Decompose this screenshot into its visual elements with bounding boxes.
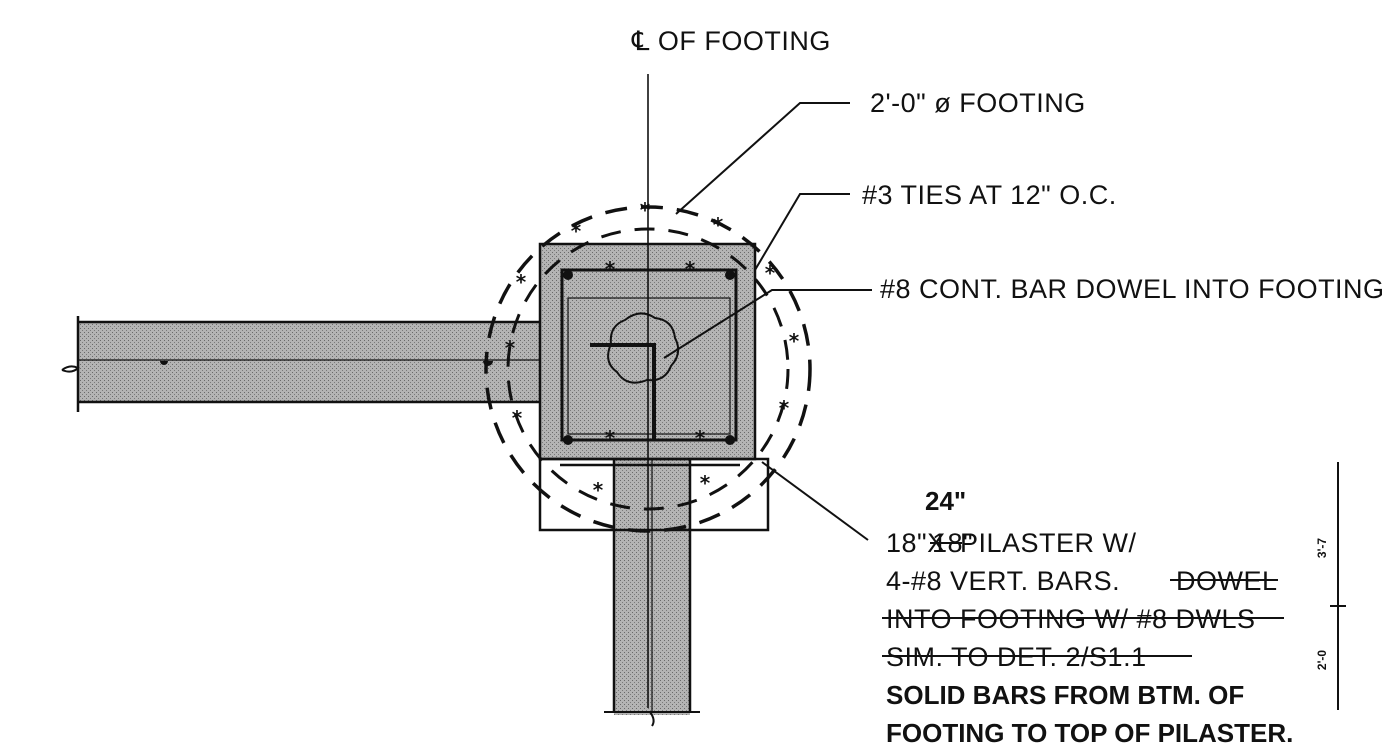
svg-text:*: * [713, 213, 724, 237]
svg-text:*: * [695, 426, 706, 450]
left-wall [61, 316, 543, 412]
svg-text:*: * [593, 478, 604, 502]
leader-lines [663, 102, 872, 541]
svg-text:*: * [700, 471, 711, 495]
svg-text:*: * [605, 257, 616, 281]
dowel-label: #8 CONT. BAR DOWEL INTO FOOTING [880, 274, 1385, 304]
centerline-label: ℄ OF FOOTING [631, 26, 831, 56]
svg-text:*: * [789, 329, 800, 353]
note-line5-bold: SOLID BARS FROM BTM. OF [886, 680, 1244, 710]
svg-text:*: * [640, 198, 651, 222]
svg-text:*: * [765, 261, 776, 285]
svg-text:*: * [505, 336, 516, 360]
dimension-lower: 2'-0 [1315, 650, 1329, 671]
pilaster-note: 24" 18"X 18" PILASTER W/ 4-#8 VERT. BARS… [882, 486, 1293, 748]
note-line6-bold: FOOTING TO TOP OF PILASTER. [886, 718, 1293, 748]
revision-dimension: 24" [925, 486, 966, 516]
dowel-core [607, 312, 680, 384]
dimension-upper: 3'-7 [1315, 538, 1329, 559]
svg-text:*: * [571, 219, 582, 243]
svg-text:*: * [605, 426, 616, 450]
dimension-line: 3'-7 2'-0 [1315, 462, 1346, 710]
footing-label: 2'-0" ø FOOTING [870, 88, 1086, 118]
svg-text:*: * [516, 270, 527, 294]
ties-label: #3 TIES AT 12" O.C. [862, 180, 1117, 210]
svg-text:*: * [685, 257, 696, 281]
bottom-wall [604, 458, 700, 727]
svg-text:*: * [779, 396, 790, 420]
svg-text:*: * [512, 406, 523, 430]
note-line2-text: 4-#8 VERT. BARS. [886, 566, 1120, 596]
note-line1-suffix: PILASTER W/ [960, 528, 1137, 558]
